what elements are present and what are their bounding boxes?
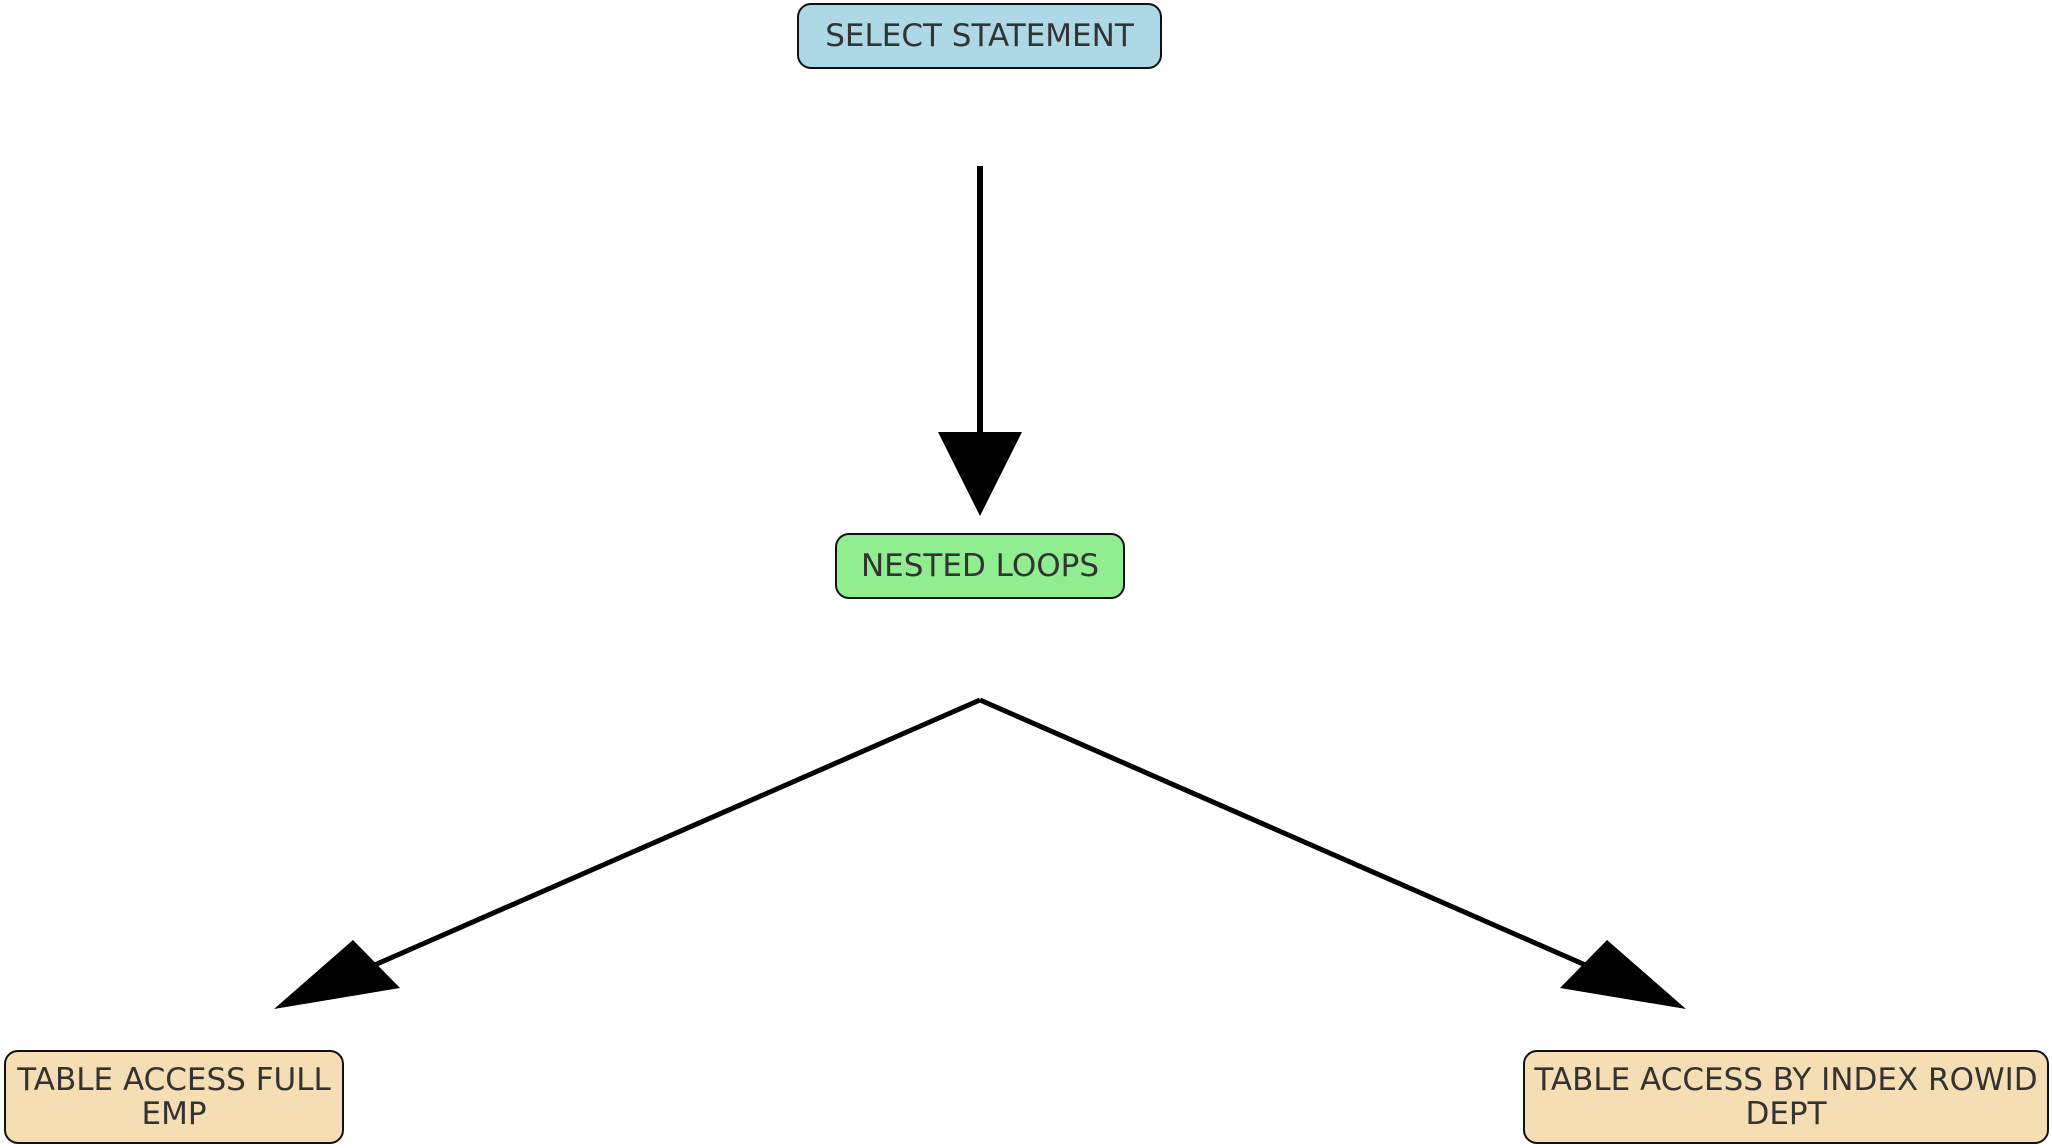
arrowhead-nested-to-dept	[1560, 940, 1686, 1009]
node-emp-label-line2: EMP	[141, 1096, 207, 1132]
node-table-access-full-emp: TABLE ACCESS FULL EMP	[4, 1050, 344, 1144]
node-nested-loops: NESTED LOOPS	[835, 533, 1125, 599]
node-dept-label-line1: TABLE ACCESS BY INDEX ROWID	[1534, 1062, 2038, 1098]
arrowhead-select-to-nested	[938, 432, 1022, 516]
edge-nested-to-emp	[368, 697, 982, 970]
node-select-statement-label: SELECT STATEMENT	[825, 18, 1134, 54]
node-emp-label-line1: TABLE ACCESS FULL	[17, 1062, 331, 1098]
edge-nested-to-dept	[978, 697, 1592, 970]
node-dept-label-line2: DEPT	[1745, 1096, 1827, 1132]
node-table-access-by-index-rowid-dept: TABLE ACCESS BY INDEX ROWID DEPT	[1523, 1050, 2049, 1144]
node-select-statement: SELECT STATEMENT	[797, 3, 1162, 69]
node-nested-loops-label: NESTED LOOPS	[860, 548, 1100, 584]
arrowhead-nested-to-emp	[274, 940, 400, 1009]
